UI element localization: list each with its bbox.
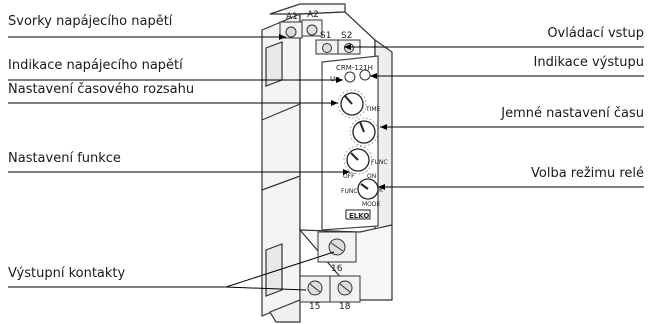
power-led — [344, 71, 356, 83]
terminal-a2-label: A2 — [307, 10, 319, 20]
time-range-knob[interactable] — [337, 89, 367, 119]
terminal-s2-label: S2 — [341, 31, 352, 41]
brand-logo: ELKO — [349, 212, 369, 220]
leader-lines — [8, 36, 644, 291]
mode-label: MODE — [362, 201, 381, 208]
brand-logo-box — [345, 209, 371, 220]
terminal-15-label: 15 — [309, 302, 320, 312]
label-svorky: Svorky napájecího napětí — [8, 14, 173, 29]
output-led — [359, 69, 371, 81]
terminal-s1-label: S1 — [320, 31, 331, 41]
label-volba-rezimu: Volba režimu relé — [531, 166, 644, 181]
off-label: OFF — [343, 173, 355, 180]
k-label: K — [379, 187, 384, 194]
led-un-label: Un — [330, 75, 340, 83]
label-nastaveni-casoveho: Nastavení časového rozsahu — [8, 82, 195, 97]
terminal-block-top — [279, 19, 361, 55]
leader-vystupni-2 — [225, 286, 307, 291]
func-label: FUNC — [371, 159, 388, 166]
terminal-18-label: 18 — [339, 302, 351, 312]
label-jemne-nastaveni: Jemné nastavení času — [501, 106, 644, 121]
mode-knob[interactable] — [357, 178, 379, 200]
terminal-block-bottom — [299, 231, 361, 303]
leader-arrowheads — [279, 34, 387, 190]
on-label: ON — [367, 173, 376, 180]
fine-time-knob[interactable] — [349, 117, 379, 147]
label-nastaveni-funkce: Nastavení funkce — [8, 151, 121, 166]
label-indikace-napajeciho: Indikace napájecího napětí — [8, 58, 183, 73]
time-label: TIME — [365, 106, 381, 113]
function-knob[interactable] — [343, 145, 373, 175]
label-ovladaci-vstup: Ovládací vstup — [547, 26, 644, 41]
label-indikace-vystupu: Indikace výstupu — [533, 55, 644, 70]
label-vystupni-kontakty: Výstupní kontakty — [8, 266, 126, 281]
terminal-a1-label: A1 — [286, 12, 298, 22]
model-label: CRM-121H — [336, 64, 373, 72]
terminal-16-label: 16 — [331, 264, 343, 274]
func2-label: FUNC — [341, 188, 358, 195]
